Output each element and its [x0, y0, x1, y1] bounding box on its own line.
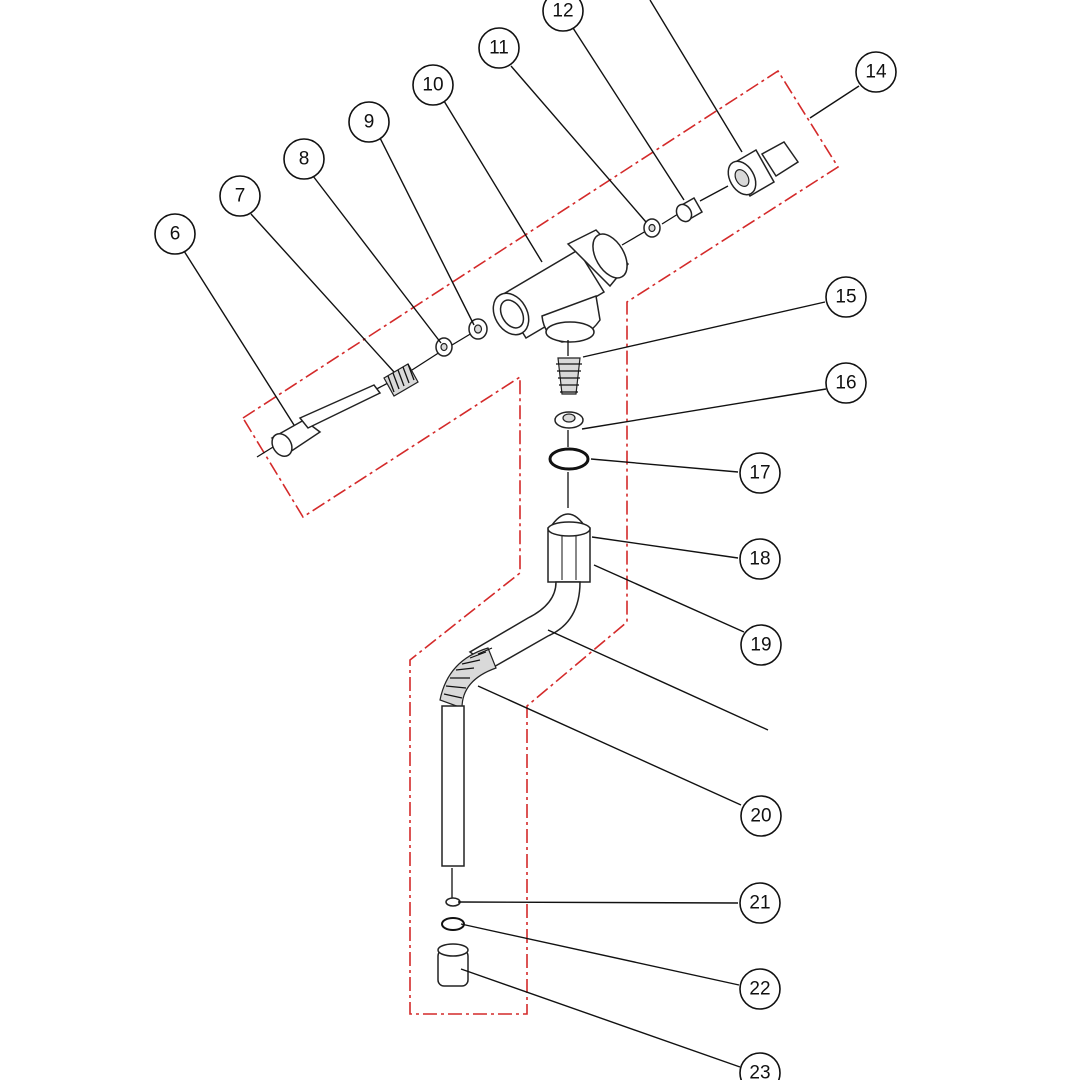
callout-17: 17 [739, 452, 781, 494]
vertical-assembly-axis [451, 340, 569, 898]
callout-14-label: 14 [865, 62, 887, 83]
callout-7: 7 [219, 175, 261, 217]
callout-14: 14 [855, 51, 897, 93]
part-7-spring [383, 363, 419, 397]
part-10-tee-body [492, 229, 629, 343]
callout-12-label: 12 [552, 1, 573, 22]
part-21-washer [445, 897, 461, 907]
callout-15-label: 15 [835, 287, 856, 308]
curved-tube [439, 581, 581, 867]
part-15-spring [556, 357, 582, 395]
callout-20-label: 20 [750, 806, 771, 827]
callout-21: 21 [739, 882, 781, 924]
callout-8: 8 [283, 138, 325, 180]
part-9-washer [468, 318, 488, 340]
part-16-seal-ring [554, 411, 584, 429]
callout-11-label: 11 [489, 38, 509, 59]
callout-16-label: 16 [835, 373, 856, 394]
callout-18-label: 18 [749, 549, 770, 570]
part-18-19-nut-body [547, 513, 591, 583]
callout-6: 6 [154, 213, 196, 255]
callout-21-label: 21 [749, 893, 770, 914]
callout-7-label: 7 [235, 186, 246, 207]
callout-15: 15 [825, 276, 867, 318]
callout-8-label: 8 [299, 149, 310, 170]
callout-10-label: 10 [422, 75, 443, 96]
part-22-o-ring [441, 917, 465, 931]
callout-23: 23 [739, 1052, 781, 1080]
callout-19: 19 [740, 624, 782, 666]
callout-17-label: 17 [749, 463, 770, 484]
callout-22-label: 22 [749, 979, 770, 1000]
callout-22: 22 [739, 968, 781, 1010]
callout-11: 11 [478, 27, 520, 69]
part-12-bushing [675, 196, 704, 223]
callout-9: 9 [348, 101, 390, 143]
callout-10: 10 [412, 64, 454, 106]
callout-18: 18 [739, 538, 781, 580]
callout-19-label: 19 [750, 635, 771, 656]
part-17-o-ring [548, 447, 590, 471]
assembly-boundary [242, 69, 840, 1015]
callout-12: 12 [542, 0, 584, 32]
part-11-seal [643, 218, 661, 238]
callout-23-label: 23 [749, 1063, 770, 1080]
leader-lines [183, 0, 860, 1068]
part-6-stem [270, 384, 382, 457]
part-13-fitting-nut [727, 141, 800, 198]
callout-16: 16 [825, 362, 867, 404]
callout-6-label: 6 [170, 224, 181, 245]
callout-20: 20 [740, 795, 782, 837]
part-23-nozzle [437, 943, 469, 987]
callout-9-label: 9 [364, 112, 375, 133]
